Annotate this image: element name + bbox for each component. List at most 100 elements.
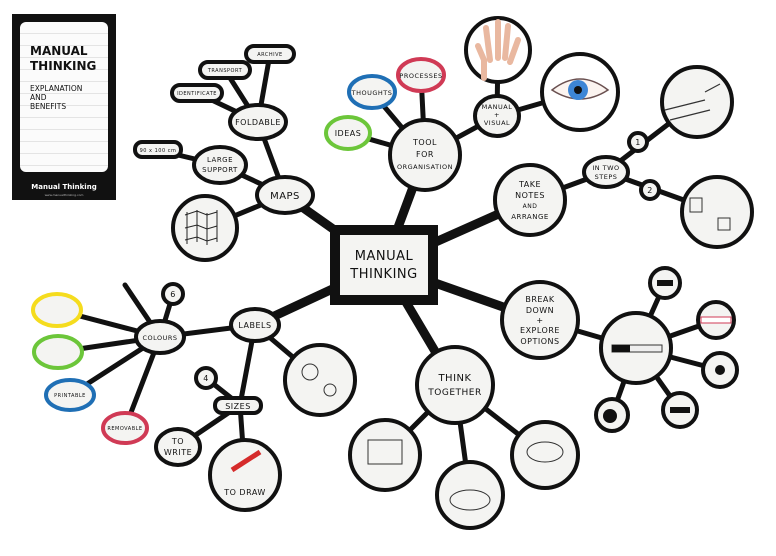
steps-line2: STEPS: [595, 173, 618, 181]
marker-tip-node-3: [701, 351, 739, 389]
four-sizes-badge[interactable]: 4: [194, 366, 218, 390]
take-notes-node[interactable]: TAKE NOTES AND ARRANGE: [493, 163, 567, 237]
labels-branch: LABELS COLOURS 6 PRINTABLE REMOVABLE SIZ…: [31, 282, 357, 512]
six-colours-badge[interactable]: 6: [161, 282, 185, 306]
draw-label: TO DRAW: [223, 488, 266, 497]
tool-branch: TOOL FOR ORGANISATION IDEAS THOUGHTS PROCE…: [324, 16, 620, 192]
thoughts-node[interactable]: THOUGHTS: [347, 74, 397, 110]
maps-branch: MAPS FOLDABLE IDENTIFICATE TRANSPORT ARC…: [133, 44, 315, 262]
marker-tip-node-2: [696, 300, 736, 340]
labels-node[interactable]: LABELS: [229, 307, 281, 343]
group-sketch-image-3: [510, 420, 580, 490]
removable-node[interactable]: REMOVABLE: [101, 411, 149, 445]
removable-label: REMOVABLE: [107, 426, 142, 432]
labels-sketch-image: [283, 343, 357, 417]
tool-line2: FOR: [416, 150, 434, 159]
notes-line2: NOTES: [515, 191, 545, 200]
large-support-line2: SUPPORT: [202, 166, 238, 174]
transport-node[interactable]: TRANSPORT: [198, 60, 252, 80]
thoughts-label: THOUGHTS: [351, 89, 393, 97]
notes-line1: TAKE: [518, 180, 541, 189]
tool-line3: ORGANISATION: [397, 163, 453, 171]
marker-tip-node-5: [594, 397, 630, 433]
write-line1: TO: [171, 437, 184, 446]
book-subtitle-3: BENEFITS: [30, 102, 67, 111]
printable-node[interactable]: PRINTABLE: [44, 378, 96, 412]
map-size-label: 90 x 100 cm: [140, 148, 177, 154]
break-line3: +: [536, 316, 543, 325]
colours-node[interactable]: COLOURS: [134, 319, 186, 355]
tool-line1: TOOL: [412, 138, 437, 147]
book-title-line2: THINKING: [30, 59, 97, 73]
break-line4: EXPLORE: [520, 326, 560, 335]
archive-label: ARCHIVE: [257, 52, 282, 58]
manual-visual-node[interactable]: MANUAL+VISUAL: [473, 94, 521, 138]
notes-sketch-image-1: [660, 65, 734, 139]
tool-for-organisation-node[interactable]: TOOL FOR ORGANISATION: [388, 118, 462, 192]
markers-image: [599, 311, 673, 385]
notes-sketch-image-2: [680, 175, 754, 249]
map-size-node[interactable]: 90 x 100 cm: [133, 140, 183, 159]
group-sketch-image-1: [348, 418, 422, 492]
steps-line1: IN TWO: [592, 164, 619, 172]
think-line1: THINK: [437, 373, 471, 384]
break-line2: DOWN: [526, 306, 554, 315]
yellow-label-node[interactable]: [31, 292, 83, 328]
colours-label: COLOURS: [142, 334, 177, 342]
large-support-line1: LARGE: [207, 156, 233, 164]
break-line1: BREAK: [525, 295, 555, 304]
ideas-label: IDEAS: [335, 129, 362, 138]
foldable-node[interactable]: FOLDABLE: [228, 103, 288, 141]
book-brand: Manual Thinking: [31, 183, 97, 191]
labels-label: LABELS: [238, 321, 271, 330]
large-support-node[interactable]: LARGE SUPPORT: [192, 145, 248, 185]
book-url: www.manualthinking.com: [44, 193, 84, 197]
to-write-node[interactable]: TO WRITE: [154, 427, 202, 467]
maps-node[interactable]: MAPS: [255, 175, 315, 215]
to-draw-node[interactable]: TO DRAW: [208, 438, 282, 512]
mv-line1: MANUAL: [482, 103, 513, 111]
write-line2: WRITE: [164, 448, 192, 457]
book-subtitle-1: EXPLANATION: [30, 84, 83, 93]
identificate-label: IDENTIFICATE: [177, 91, 217, 97]
center-line1: MANUAL: [355, 249, 414, 264]
identificate-node[interactable]: IDENTIFICATE: [170, 83, 224, 103]
maps-label: MAPS: [270, 191, 300, 202]
break-line5: OPTIONS: [520, 337, 559, 346]
archive-node[interactable]: ARCHIVE: [244, 44, 296, 64]
center-node[interactable]: MANUAL THINKING: [330, 225, 438, 305]
notes-line3: AND: [523, 203, 538, 210]
eye-image: [540, 52, 620, 132]
think-branch: THINK TOGETHER: [348, 345, 580, 530]
step-2-node[interactable]: 2: [639, 179, 661, 201]
folded-map-image: [171, 194, 239, 262]
marker-tip-node-4: [661, 391, 699, 429]
book-title-line1: MANUAL: [30, 44, 88, 58]
printable-label: PRINTABLE: [54, 393, 86, 399]
step-2-label: 2: [647, 186, 653, 195]
break-down-node[interactable]: BREAK DOWN+EXPLORE OPTIONS: [500, 280, 580, 360]
center-line2: THINKING: [349, 267, 417, 282]
sizes-label: SIZES: [225, 402, 251, 411]
step-1-node[interactable]: 1: [627, 131, 649, 153]
group-sketch-image-2: [435, 460, 505, 530]
processes-node[interactable]: PROCESSES: [396, 57, 446, 93]
six-label: 6: [170, 290, 176, 299]
ideas-node[interactable]: IDEAS: [324, 115, 372, 151]
hand-image: [464, 16, 532, 84]
green-label-node[interactable]: [32, 334, 84, 370]
marker-tip-node-1: [648, 266, 682, 300]
notes-line4: ARRANGE: [511, 213, 549, 221]
foldable-label: FOLDABLE: [235, 118, 281, 127]
think-together-node[interactable]: THINK TOGETHER: [415, 345, 495, 425]
think-line2: TOGETHER: [427, 388, 481, 398]
four-label: 4: [203, 374, 209, 383]
sizes-node[interactable]: SIZES: [213, 396, 263, 415]
mv-line2: +: [494, 111, 500, 119]
transport-label: TRANSPORT: [207, 68, 243, 74]
